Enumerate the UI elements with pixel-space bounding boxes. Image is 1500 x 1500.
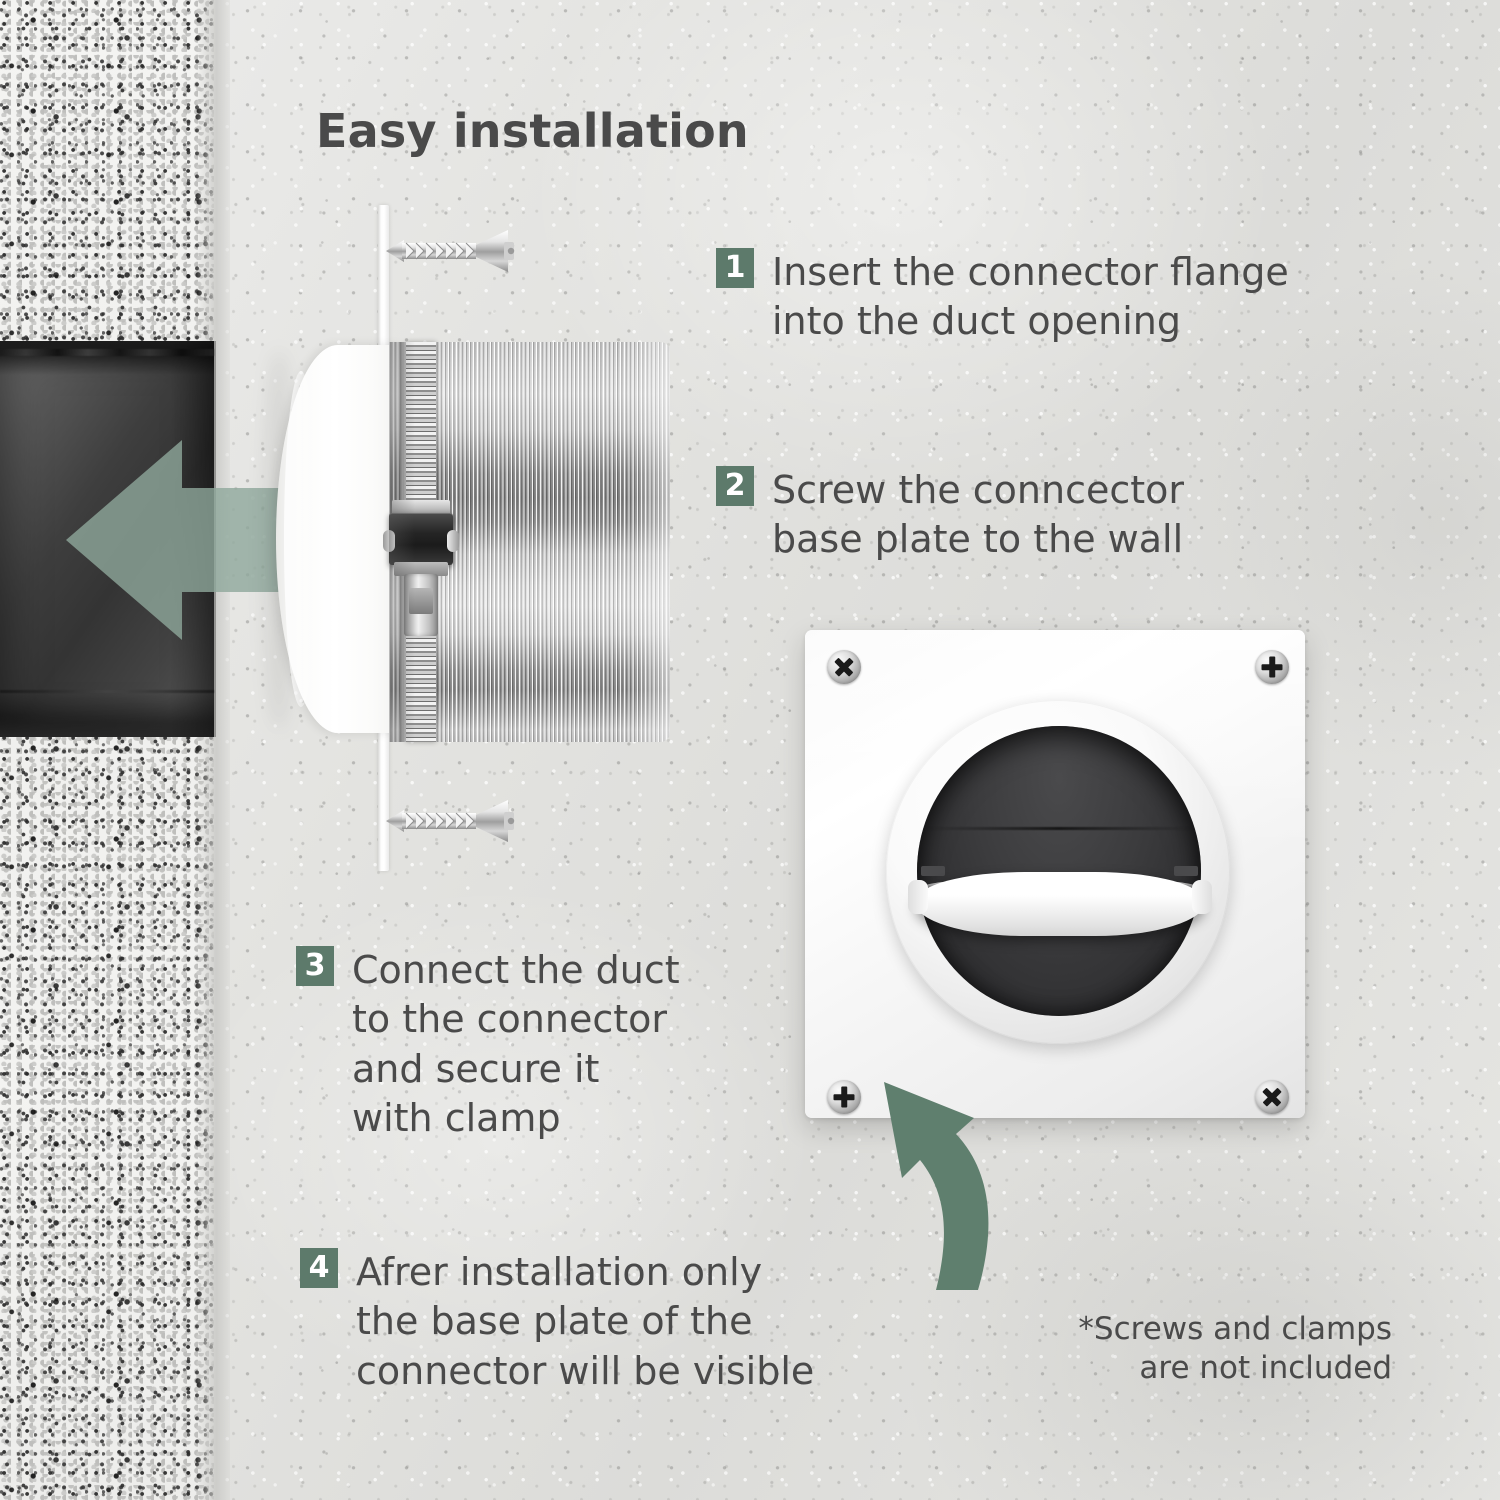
disclaimer-note: *Screws and clamps are not included	[1078, 1311, 1392, 1387]
vent-bore-opening	[917, 726, 1201, 1016]
wall-seam-divider	[196, 0, 230, 1500]
step-2-badge: 2	[716, 466, 754, 506]
wood-screw-icon	[386, 800, 515, 842]
step-3-text: Connect the duct to the connector and se…	[352, 948, 680, 1141]
damper-stop-left	[921, 866, 945, 876]
step-1: 1 Insert the connector flange into the d…	[716, 248, 1289, 347]
step-4: 4 Afrer installation only the base plate…	[300, 1248, 814, 1396]
step-2: 2 Screw the conncector base plate to the…	[716, 466, 1184, 565]
vent-bore-seam	[926, 827, 1192, 830]
left-airflow-arrow-icon	[66, 440, 298, 640]
step-3-badge: 3	[296, 946, 334, 986]
duct-opening-top-crack	[0, 349, 214, 356]
damper-hinge-right	[1192, 880, 1212, 914]
step-1-text: Insert the connector flange into the duc…	[772, 250, 1289, 344]
damper-hinge-left	[908, 880, 928, 914]
page-title: Easy installation	[316, 104, 749, 158]
duct-opening-scratch	[0, 690, 214, 693]
backdraft-damper-flap	[915, 872, 1205, 936]
step-4-text: Afrer installation only the base plate o…	[356, 1250, 815, 1393]
white-connector-flange	[276, 345, 410, 733]
hose-clamp-tab-right	[447, 530, 459, 552]
phillips-screw-icon	[827, 1080, 861, 1114]
step-1-badge: 1	[716, 248, 754, 288]
phillips-screw-icon	[827, 650, 861, 684]
phillips-screw-icon	[1255, 1080, 1289, 1114]
step-2-text: Screw the conncector base plate to the w…	[772, 468, 1185, 562]
wood-screw-icon	[386, 230, 515, 272]
step-3: 3 Connect the duct to the connector and …	[296, 946, 680, 1144]
background-wall-stucco-left	[0, 0, 214, 1500]
phillips-screw-icon	[1255, 650, 1289, 684]
connector-duct-assembly	[258, 200, 670, 876]
step-4-badge: 4	[300, 1248, 338, 1288]
curved-pointer-arrow-icon	[884, 1082, 989, 1290]
damper-stop-right	[1174, 866, 1198, 876]
